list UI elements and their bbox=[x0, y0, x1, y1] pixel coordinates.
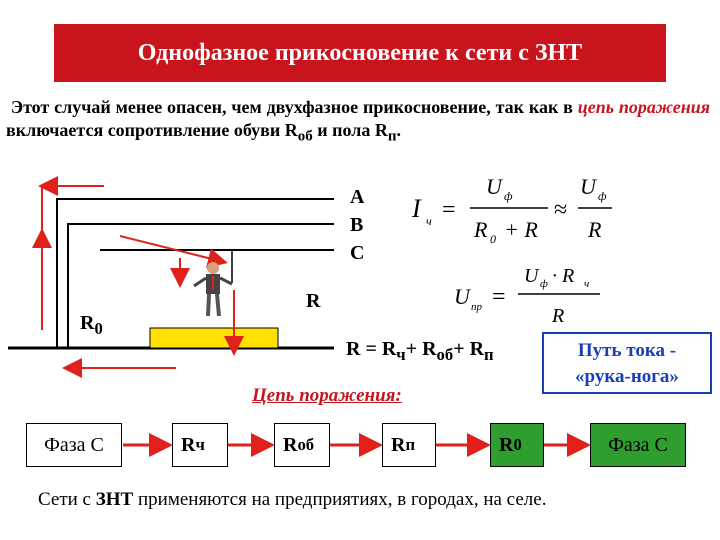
footer-text: Сети с bbox=[38, 489, 96, 510]
intro-text: Этот случай менее опасен, чем двухфазное… bbox=[10, 97, 578, 117]
phase-label-a: A bbox=[350, 186, 365, 208]
circuit-caption: Цепь поражения: bbox=[252, 385, 402, 406]
chain-label: R bbox=[391, 433, 406, 456]
current-path-box: Путь тока - «рука-нога» bbox=[542, 332, 712, 394]
r-label: R bbox=[306, 290, 321, 312]
chain-sub: ч bbox=[195, 435, 205, 454]
chain-label: R bbox=[499, 433, 514, 456]
resistance-sum: R = Rч+ Rоб+ Rп bbox=[346, 338, 494, 365]
formula-i-sub: ч bbox=[426, 214, 432, 228]
sum-sub: п bbox=[484, 345, 494, 364]
page-title: Однофазное прикосновение к сети с ЗНТ bbox=[137, 39, 583, 66]
phase-label-c: C bbox=[350, 242, 365, 264]
chain-label: R bbox=[181, 433, 196, 456]
title-bar: Однофазное прикосновение к сети с ЗНТ bbox=[54, 24, 666, 82]
svg-text:ч: ч bbox=[584, 278, 589, 290]
svg-text:+ R: + R bbox=[504, 217, 538, 242]
footer-text: применяются на предприятиях, в городах, … bbox=[133, 489, 547, 510]
formula-upr: U bbox=[454, 284, 472, 309]
formula-u: U bbox=[486, 174, 504, 199]
chain-label: Фаза С bbox=[608, 433, 668, 456]
chain-label: Фаза С bbox=[44, 433, 104, 456]
svg-text:R: R bbox=[551, 305, 564, 327]
svg-text:пр: пр bbox=[471, 301, 483, 313]
sum-part: + R bbox=[453, 338, 485, 360]
arrow bbox=[119, 235, 228, 268]
chain-sub: п bbox=[405, 435, 416, 454]
current-path-line2: «рука-нога» bbox=[575, 366, 679, 387]
r0-sub: 0 bbox=[94, 319, 103, 338]
svg-text:=: = bbox=[442, 197, 456, 223]
intro-paragraph: Этот случай менее опасен, чем двухфазное… bbox=[6, 96, 710, 149]
svg-text:· R: · R bbox=[552, 265, 574, 287]
svg-text:R: R bbox=[473, 217, 488, 242]
formulas: I ч = U ф R 0 + R ≈ U ф R U пр = U ф · R… bbox=[411, 174, 612, 327]
svg-text:U: U bbox=[580, 174, 598, 199]
intro-text: . bbox=[396, 120, 402, 140]
sum-part: + R bbox=[405, 338, 437, 360]
phase-label-b: B bbox=[350, 214, 364, 236]
footer-note: Сети с ЗНТ применяются на предприятиях, … bbox=[38, 489, 546, 511]
floor-mat bbox=[149, 327, 279, 349]
chain-item-phase-c-start: Фаза С bbox=[26, 423, 122, 467]
footer-bold: ЗНТ bbox=[95, 489, 134, 510]
svg-text:=: = bbox=[492, 284, 506, 310]
intro-highlight: цепь поражения bbox=[577, 97, 711, 117]
svg-text:ф: ф bbox=[540, 278, 548, 290]
sum-sub: ч bbox=[396, 345, 406, 364]
svg-text:ф: ф bbox=[598, 189, 607, 203]
sum-sub: об bbox=[436, 345, 454, 364]
intro-text: и пола R bbox=[312, 120, 388, 140]
r0-label: R0 bbox=[80, 312, 103, 339]
current-path-line1: Путь тока - bbox=[577, 340, 677, 361]
svg-text:R: R bbox=[587, 217, 602, 242]
r0-letter: R bbox=[80, 312, 95, 334]
chain-item-phase-c-end: Фаза С bbox=[590, 423, 686, 467]
chain-sub: об bbox=[297, 435, 315, 454]
svg-text:U: U bbox=[524, 265, 540, 287]
phase-b-line bbox=[67, 223, 334, 347]
phase-a-line bbox=[56, 198, 334, 347]
intro-sub: п bbox=[387, 128, 397, 145]
formula-i: I bbox=[411, 194, 422, 223]
sum-part: R = R bbox=[346, 338, 397, 360]
svg-text:≈: ≈ bbox=[554, 197, 567, 223]
chain-sub: 0 bbox=[513, 435, 522, 454]
svg-text:ф: ф bbox=[504, 189, 513, 203]
intro-text: включается сопротивление обуви R bbox=[6, 120, 298, 140]
chain-label: R bbox=[283, 433, 298, 456]
intro-sub: об bbox=[297, 128, 313, 145]
person-figure bbox=[193, 262, 233, 317]
svg-text:0: 0 bbox=[490, 232, 496, 246]
